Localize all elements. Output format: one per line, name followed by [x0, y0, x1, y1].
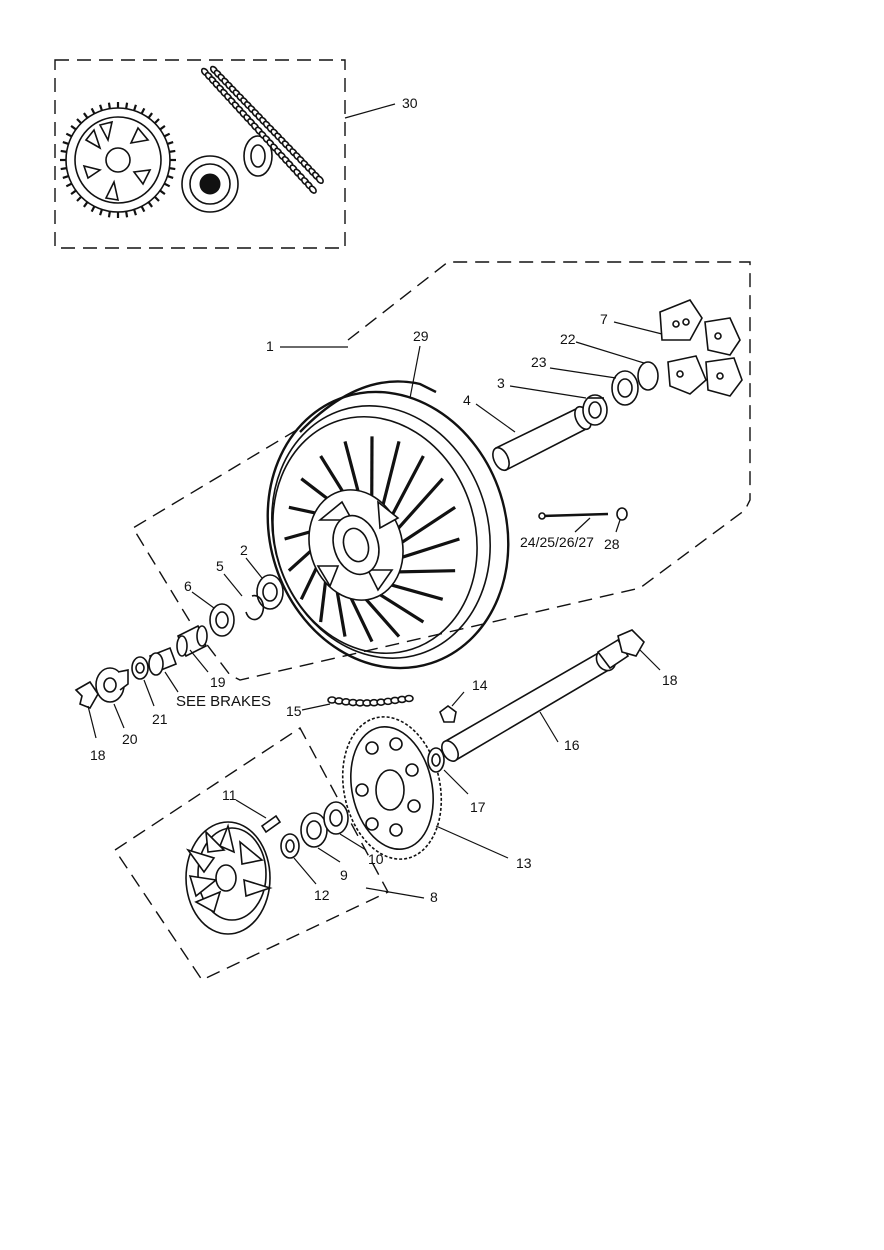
axle-adjuster-left: [74, 680, 99, 710]
circlip: [245, 594, 265, 621]
callout-18-right: 18: [662, 672, 678, 688]
callout-19: 19: [210, 674, 226, 690]
axle-nut: [95, 667, 129, 703]
rear-axle: [441, 638, 630, 762]
distance-piece: [427, 747, 445, 773]
front-sprocket: [181, 155, 239, 213]
oil-seal: [209, 603, 235, 637]
dowel-pin: [260, 814, 282, 834]
callout-9: 9: [340, 867, 348, 883]
callout-23: 23: [531, 354, 547, 370]
callout-29: 29: [413, 328, 429, 344]
washer-21: [131, 656, 149, 680]
callout-11: 11: [222, 787, 237, 803]
callout-28: 28: [604, 536, 620, 552]
callout-5: 5: [216, 558, 224, 574]
callout-12: 12: [314, 887, 330, 903]
drive-chain-segment: [327, 694, 414, 707]
carrier-bearing: [300, 812, 328, 848]
callout-21: 21: [152, 711, 168, 727]
drive-chain-loop: [200, 65, 324, 194]
callout-10: 10: [368, 851, 384, 867]
callout-18-left: 18: [90, 747, 106, 763]
rear-wheel-rim: [266, 380, 510, 670]
see-brakes-note: SEE BRAKES: [176, 693, 271, 710]
carrier-seal: [323, 801, 349, 835]
bearing-left: [256, 574, 284, 610]
callout-4: 4: [463, 392, 471, 408]
callout-17: 17: [470, 799, 486, 815]
cush-drive-bearing: [611, 370, 639, 406]
brake-spacer: [148, 646, 178, 676]
callout-3: 3: [497, 375, 505, 391]
spoke-pin: [541, 512, 609, 518]
sprocket-kit-group: 30: [54, 59, 418, 249]
callout-15: 15: [286, 703, 302, 719]
callout-8: 8: [430, 889, 438, 905]
callout-22: 22: [560, 331, 576, 347]
rear-sprocket-large: [60, 102, 176, 218]
sprocket-nut: [439, 705, 457, 723]
wheel-hub: [308, 489, 404, 601]
callout-7: 7: [600, 311, 608, 327]
seal-ring: [637, 361, 659, 391]
callout-6: 6: [184, 578, 192, 594]
callout-30: 30: [402, 95, 418, 111]
callout-13: 13: [516, 855, 532, 871]
cush-drive-rubbers: [659, 299, 743, 397]
callout-1: 1: [266, 338, 274, 354]
callout-2: 2: [240, 542, 248, 558]
sprocket-carrier: [185, 821, 273, 935]
spoke-nipple: [616, 507, 628, 521]
bearing-right: [582, 394, 608, 426]
sprocket-washer: [243, 135, 273, 177]
callout-24-27: 24/25/26/27: [520, 534, 594, 550]
callout-16: 16: [564, 737, 580, 753]
spacer-19: [176, 624, 208, 658]
rear-sprocket: [341, 716, 443, 860]
callout-20: 20: [122, 731, 138, 747]
axle-adjuster-right: [617, 629, 645, 657]
carrier-spacer: [280, 833, 300, 859]
wheel-assembly-outline: [132, 261, 751, 681]
callout-14: 14: [472, 677, 488, 693]
spacer-tube: [492, 405, 592, 472]
